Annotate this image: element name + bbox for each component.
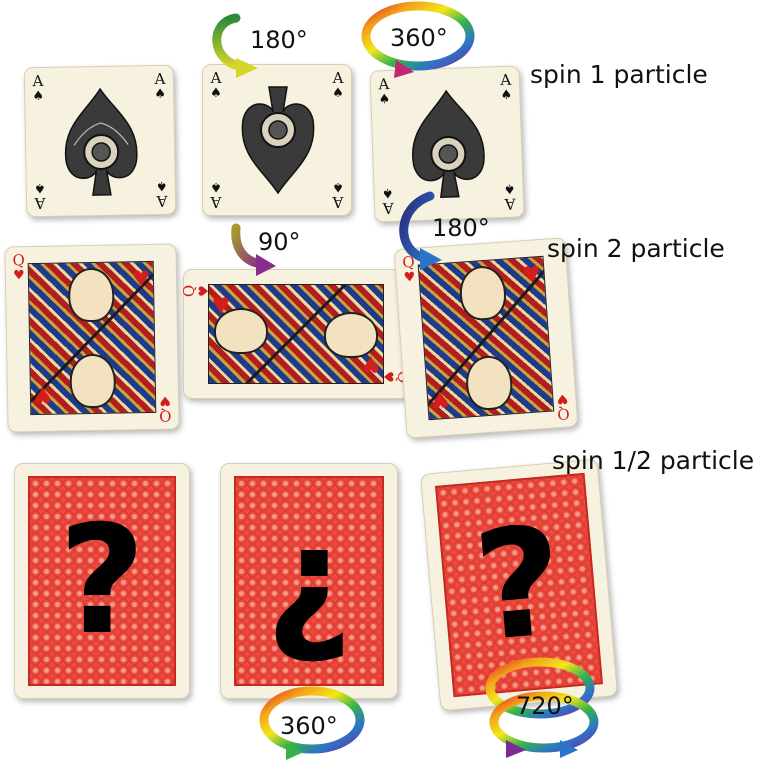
row-label-spin-1: spin 1 particle: [530, 60, 708, 89]
rotation-label: 360°: [390, 24, 448, 52]
rotation-label: 180°: [250, 26, 308, 54]
row-label-spin-2: spin 2 particle: [547, 234, 725, 263]
rotation-label: 360°: [280, 712, 338, 740]
row-label-spin-half: spin 1/2 particle: [552, 446, 754, 475]
rotation-label: 180°: [432, 214, 490, 242]
rotation-label: 90°: [258, 228, 301, 256]
rotation-label: 720°: [516, 692, 574, 720]
